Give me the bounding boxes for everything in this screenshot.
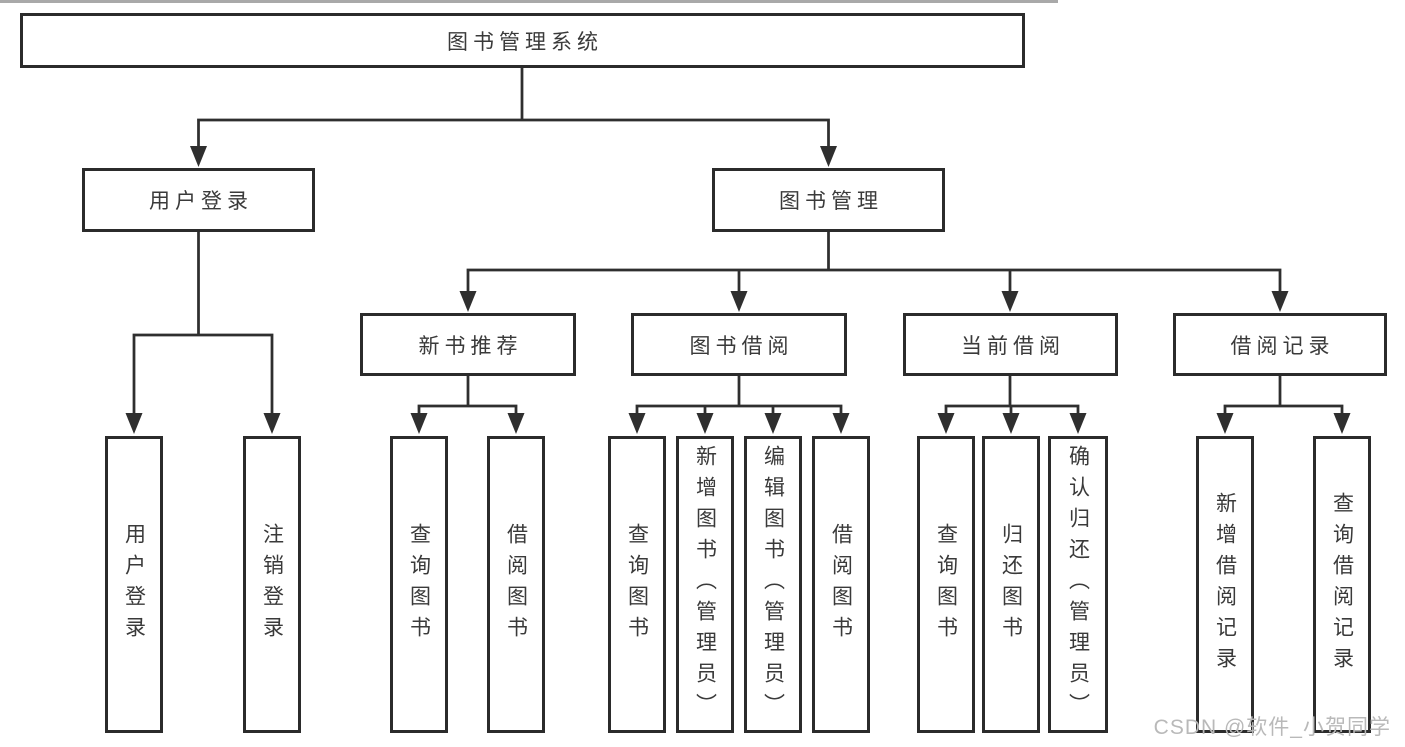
node-label: 查询图书 xyxy=(625,522,649,647)
leaf-query-books: 查询图书 xyxy=(390,436,448,733)
connector-book-management-to-level3 xyxy=(466,232,1282,300)
node-book-borrow: 图书借阅 xyxy=(631,313,847,376)
node-label: 注销登录 xyxy=(260,522,284,647)
node-label: 用户登录 xyxy=(122,522,146,647)
leaf-query-books: 查询图书 xyxy=(608,436,666,733)
node-label: 新书推荐 xyxy=(418,334,523,358)
node-label: 编辑图书（管理员） xyxy=(761,445,785,724)
node-borrow-records: 借阅记录 xyxy=(1173,313,1387,376)
node-label: 图书借阅 xyxy=(689,334,794,358)
node-label: 查询图书 xyxy=(407,522,431,647)
node-label: 借阅图书 xyxy=(504,522,528,647)
node-label: 借阅记录 xyxy=(1230,334,1335,358)
connector-new-book-to-leaves xyxy=(417,376,518,420)
node-label: 查询图书 xyxy=(934,522,958,647)
connector-borrow-records-to-leaves xyxy=(1223,376,1344,420)
csdn-watermark: CSDN @软件_小贺同学 xyxy=(1153,716,1391,739)
leaf-add-borrow-record: 新增借阅记录 xyxy=(1196,436,1254,733)
node-book-management: 图书管理 xyxy=(712,168,945,232)
node-label: 图书管理 xyxy=(779,190,883,213)
connector-root-to-level2 xyxy=(197,68,830,150)
leaf-user-login: 用户登录 xyxy=(105,436,163,733)
node-library-management-system: 图书管理系统 xyxy=(20,13,1025,68)
leaf-confirm-return-admin: 确认归还（管理员） xyxy=(1048,436,1108,733)
node-label: 借阅图书 xyxy=(829,522,853,647)
node-new-book-recommend: 新书推荐 xyxy=(360,313,576,376)
node-label: 归还图书 xyxy=(999,522,1023,647)
connector-user-login-to-leaves xyxy=(132,232,274,420)
node-user-login: 用户登录 xyxy=(82,168,315,232)
leaf-query-books: 查询图书 xyxy=(917,436,975,733)
node-label: 确认归还（管理员） xyxy=(1066,445,1090,724)
node-label: 用户登录 xyxy=(149,190,253,213)
connector-book-borrow-to-leaves xyxy=(635,376,843,420)
node-current-borrow: 当前借阅 xyxy=(903,313,1118,376)
leaf-borrow-books: 借阅图书 xyxy=(487,436,545,733)
leaf-return-books: 归还图书 xyxy=(982,436,1040,733)
node-label: 图书管理系统 xyxy=(447,30,603,54)
leaf-logout: 注销登录 xyxy=(243,436,301,733)
leaf-edit-books-admin: 编辑图书（管理员） xyxy=(744,436,802,733)
node-label: 查询借阅记录 xyxy=(1330,491,1354,678)
leaf-borrow-books: 借阅图书 xyxy=(812,436,870,733)
node-label: 当前借阅 xyxy=(961,334,1065,358)
leaf-query-borrow-record: 查询借阅记录 xyxy=(1313,436,1371,733)
node-label: 新增借阅记录 xyxy=(1213,491,1237,678)
leaf-add-books-admin: 新增图书（管理员） xyxy=(676,436,734,733)
page-edge-strip xyxy=(0,0,1058,3)
node-label: 新增图书（管理员） xyxy=(693,445,717,724)
